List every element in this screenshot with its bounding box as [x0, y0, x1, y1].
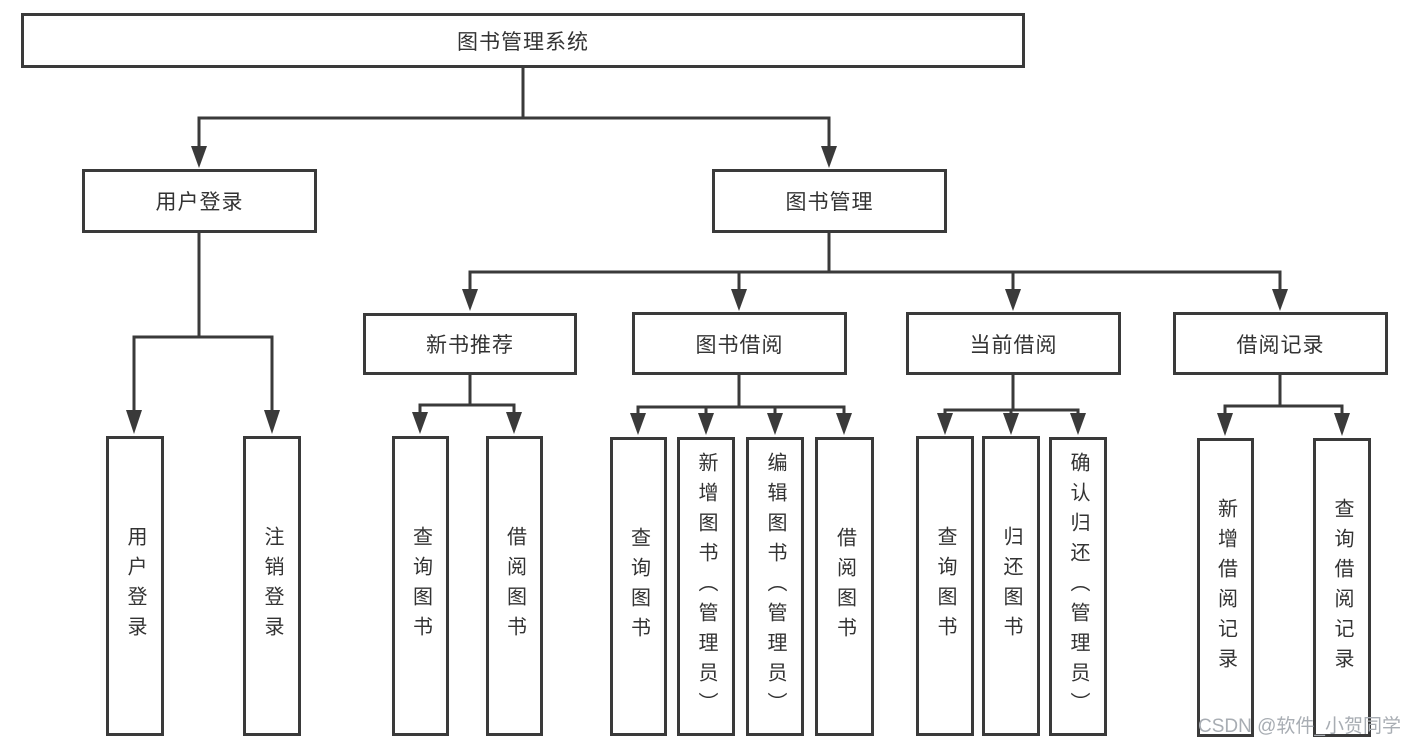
node-borrowing-records-label: 借阅记录	[1236, 333, 1325, 357]
node-root-label: 图书管理系统	[457, 30, 589, 54]
leaf-return-book: 归还图书	[982, 436, 1040, 736]
node-current-borrowing-label: 当前借阅	[969, 333, 1058, 357]
node-user-login: 用户登录	[82, 169, 317, 233]
node-borrowing-records: 借阅记录	[1173, 312, 1388, 375]
node-book-management-label: 图书管理	[785, 191, 874, 214]
leaf-query-book-2: 查询图书	[610, 437, 667, 736]
leaf-query-book-1-label: 查询图书	[409, 526, 432, 646]
node-root: 图书管理系统	[21, 13, 1025, 68]
node-book-management: 图书管理	[712, 169, 947, 233]
leaf-edit-book-admin: 编辑图书（管理员）	[746, 437, 804, 736]
leaf-add-book-admin-label: 新增图书（管理员）	[695, 451, 717, 722]
leaf-borrow-book-2: 借阅图书	[815, 437, 874, 736]
leaf-borrow-book-2-label: 借阅图书	[833, 526, 856, 647]
node-book-borrowing-label: 图书借阅	[695, 333, 784, 357]
node-new-book-recommendation-label: 新书推荐	[426, 334, 514, 357]
leaf-query-book-2-label: 查询图书	[627, 526, 650, 647]
leaf-query-borrow-record-label: 查询借阅记录	[1331, 497, 1353, 678]
leaf-borrow-book-1: 借阅图书	[486, 436, 543, 736]
leaf-query-book-1: 查询图书	[392, 436, 449, 736]
leaf-logout-label: 注销登录	[261, 526, 283, 646]
leaf-logout: 注销登录	[243, 436, 301, 736]
node-new-book-recommendation: 新书推荐	[363, 313, 577, 375]
leaf-borrow-book-1-label: 借阅图书	[503, 526, 526, 646]
leaf-user-login-label: 用户登录	[124, 526, 146, 646]
leaf-query-book-3: 查询图书	[916, 436, 974, 736]
node-current-borrowing: 当前借阅	[906, 312, 1121, 375]
leaf-query-book-3-label: 查询图书	[934, 526, 956, 646]
leaf-add-borrow-record-label: 新增借阅记录	[1214, 497, 1237, 678]
leaf-confirm-return-admin: 确认归还（管理员）	[1049, 437, 1107, 736]
leaf-return-book-label: 归还图书	[1000, 526, 1022, 646]
csdn-watermark: CSDN @软件_小贺同学	[1198, 716, 1401, 737]
leaf-query-borrow-record: 查询借阅记录	[1313, 438, 1371, 737]
leaf-edit-book-admin-label: 编辑图书（管理员）	[764, 451, 786, 722]
node-book-borrowing: 图书借阅	[632, 312, 847, 375]
leaf-user-login: 用户登录	[106, 436, 164, 736]
node-user-login-label: 用户登录	[155, 191, 244, 214]
leaf-add-book-admin: 新增图书（管理员）	[677, 437, 735, 736]
leaf-confirm-return-admin-label: 确认归还（管理员）	[1067, 451, 1089, 722]
leaf-add-borrow-record: 新增借阅记录	[1197, 438, 1254, 737]
